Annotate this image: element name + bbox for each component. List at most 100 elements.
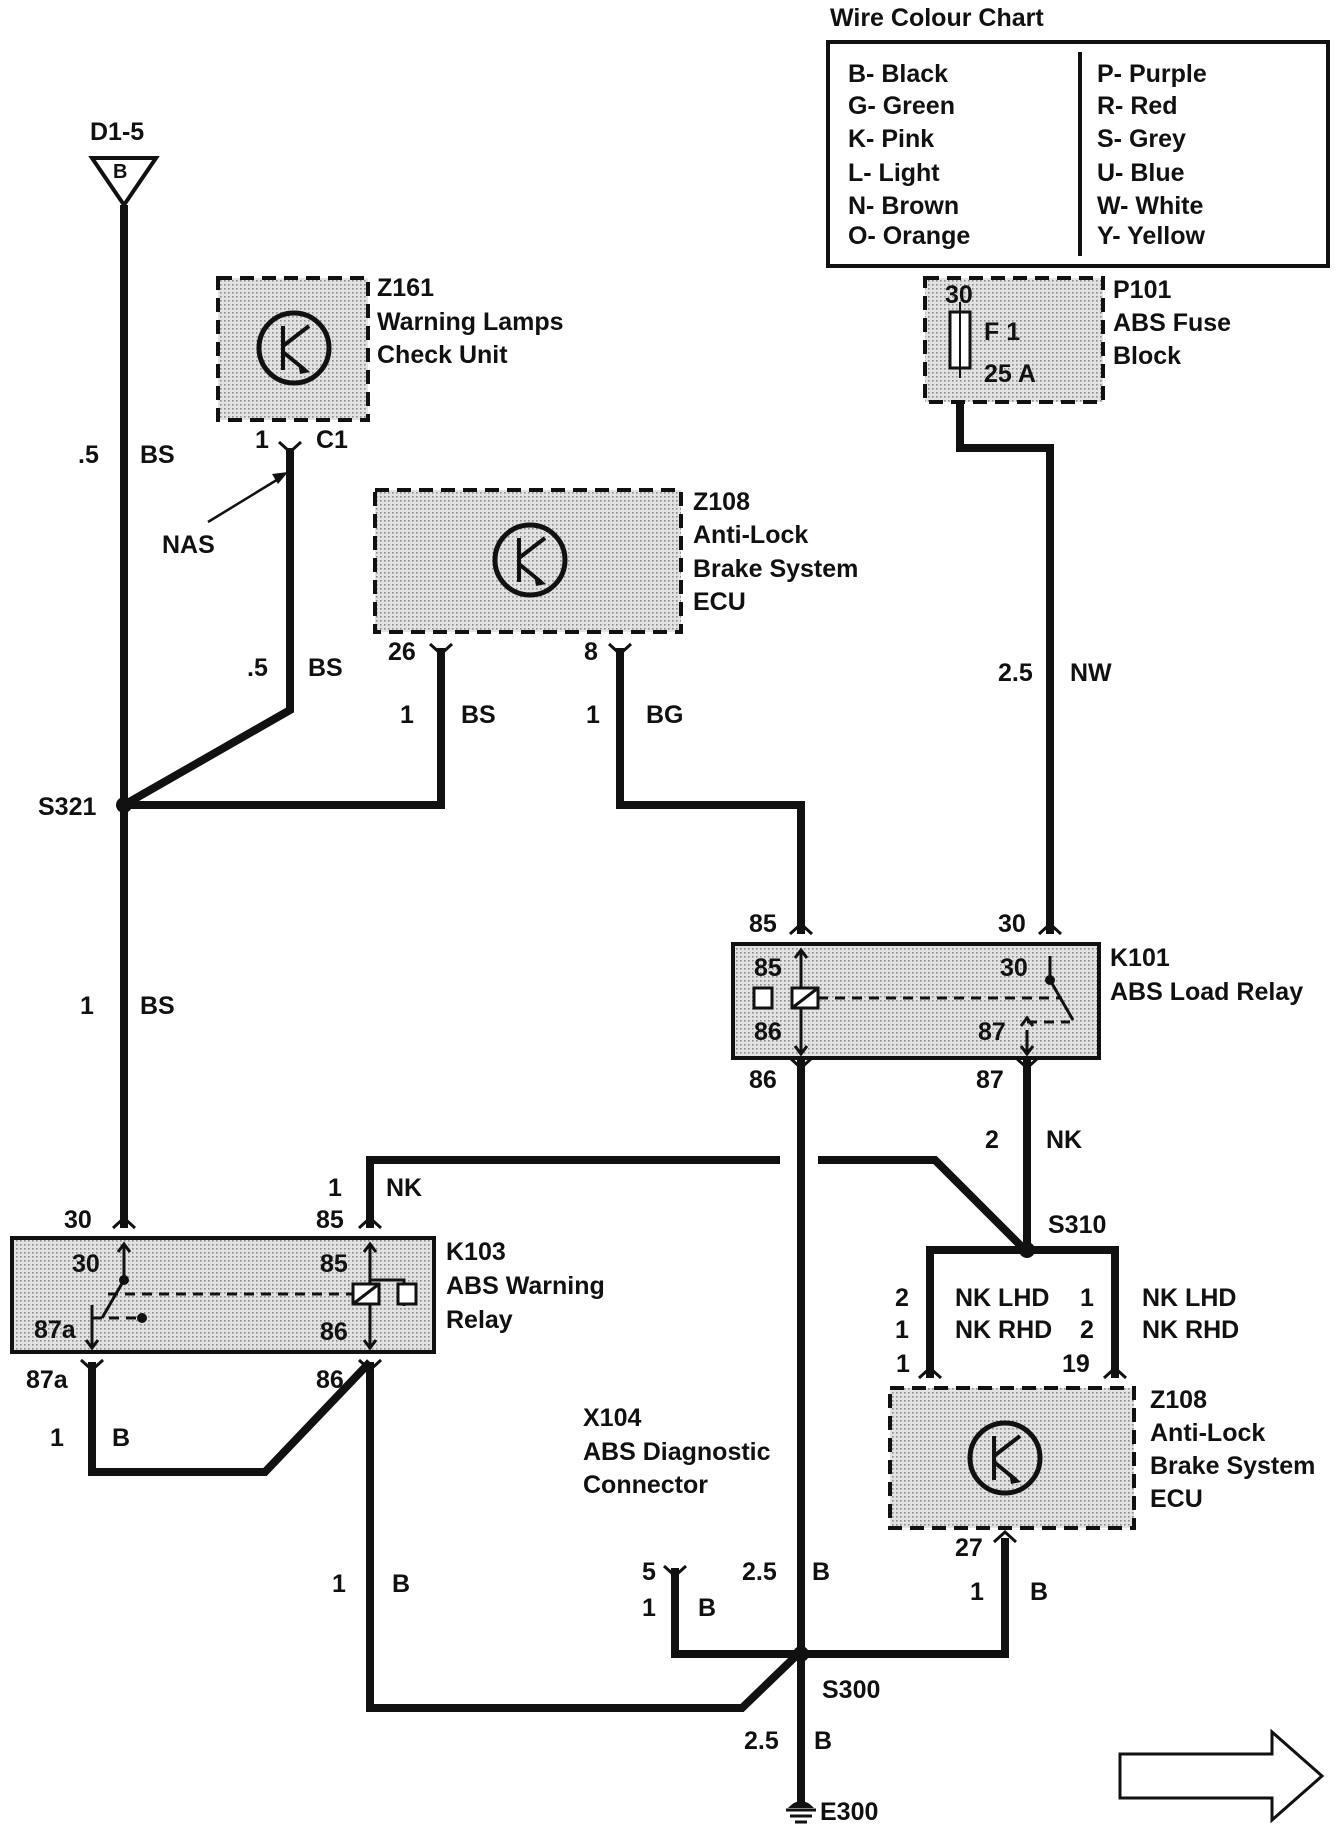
wire-colour-chart: Wire Colour Chart B- Black G- Green K- P…: [826, 4, 1330, 268]
colour-entry: Y- Yellow: [1097, 222, 1205, 250]
k101-abs-load-relay: 85 86 30 87 85 30 86 87 K101 ABS Load Re…: [731, 910, 1303, 1094]
k103-pin-85: 85: [316, 1206, 344, 1234]
wire-colour: NK LHD: [955, 1284, 1049, 1312]
x104-pin-label: 1: [642, 1594, 656, 1622]
ground-label: E300: [820, 1798, 878, 1826]
colour-entry: U- Blue: [1097, 159, 1185, 187]
p101-code: P101: [1113, 276, 1171, 304]
wire-colour: BG: [646, 701, 684, 729]
z108-ecu-top: Z108 Anti-Lock Brake System ECU 26 8: [373, 488, 858, 666]
source-letter: B: [113, 161, 127, 183]
k103-inner-87a: 87a: [34, 1316, 77, 1344]
k101-pin-87: 87: [976, 1066, 1004, 1094]
nas-annotation: NAS: [162, 472, 288, 559]
wire-colour: NK: [1046, 1126, 1082, 1154]
nas-label: NAS: [162, 531, 215, 559]
k103-line2: Relay: [446, 1306, 513, 1334]
transistor-icon: [256, 310, 332, 386]
source-name: D1-5: [90, 118, 144, 146]
z108-bot-pin-1: 1: [896, 1350, 910, 1378]
wire-size: 2.5: [742, 1558, 777, 1586]
k103-inner-86: 86: [320, 1318, 348, 1346]
colour-chart-title: Wire Colour Chart: [830, 4, 1044, 32]
terminals: [79, 440, 1128, 1579]
k103-pin-30: 30: [64, 1206, 92, 1234]
wire-colour: B: [698, 1594, 716, 1622]
z108-bot-line3: ECU: [1150, 1485, 1203, 1513]
splice-s300-dot: [793, 1646, 809, 1662]
k103-code: K103: [446, 1238, 506, 1266]
z108-bot-pin-27: 27: [955, 1534, 983, 1562]
transistor-icon: [967, 1420, 1043, 1496]
k101-inner-85: 85: [754, 954, 782, 982]
k103-abs-warning-relay: 30 87a 85 86 30 85 87a 86 K103 ABS Warni…: [10, 1206, 605, 1394]
wire-colour: BS: [308, 654, 343, 682]
wire-size: 1: [400, 701, 414, 729]
p101-fuse: F 1: [984, 318, 1020, 346]
k101-inner-87: 87: [978, 1018, 1006, 1046]
wire-size: 1: [50, 1424, 64, 1452]
wire-colour: BS: [140, 441, 175, 469]
wire-size: 2: [985, 1126, 999, 1154]
z108-top-line1: Anti-Lock: [693, 521, 808, 549]
z108-ecu-bottom: Z108 Anti-Lock Brake System ECU 1 19 27: [888, 1350, 1315, 1562]
colour-entry: S- Grey: [1097, 125, 1186, 153]
wire-size: .5: [78, 441, 99, 469]
colour-entry: L- Light: [848, 159, 940, 187]
z161-line2: Check Unit: [377, 341, 508, 369]
x104-pin-5: 5: [642, 1558, 656, 1586]
z108-top-line2: Brake System: [693, 555, 858, 583]
wire-size: 2: [895, 1284, 909, 1312]
k103-inner-30: 30: [72, 1250, 100, 1278]
splice-s321-dot: [116, 797, 132, 813]
k101-inner-30: 30: [1000, 954, 1028, 982]
wire-colour: NK RHD: [1142, 1316, 1239, 1344]
transistor-icon: [492, 522, 568, 598]
splice-s310-dot: [1019, 1242, 1035, 1258]
wire-colour: NK: [386, 1174, 422, 1202]
wire-colour: B: [814, 1727, 832, 1755]
splice-s300-label: S300: [822, 1676, 880, 1704]
colour-entry: G- Green: [848, 92, 955, 120]
splice-s321-label: S321: [38, 793, 96, 821]
colour-entry: R- Red: [1097, 92, 1178, 120]
wires: [88, 205, 1119, 1808]
wire-colour: NK LHD: [1142, 1284, 1236, 1312]
z161-warning-lamps-check-unit: Z161 Warning Lamps Check Unit 1 C1: [216, 274, 564, 454]
wire-colour: NW: [1070, 659, 1112, 687]
wire-colour: B: [1030, 1578, 1048, 1606]
colour-entry: N- Brown: [848, 192, 959, 220]
wire-size: .5: [247, 654, 268, 682]
k103-inner-85: 85: [320, 1250, 348, 1278]
colour-entry: P- Purple: [1097, 60, 1207, 88]
z161-line1: Warning Lamps: [377, 308, 564, 336]
wire-size: 2.5: [998, 659, 1033, 687]
z108-bot-pin-19: 19: [1062, 1350, 1090, 1378]
x104-line2: Connector: [583, 1471, 708, 1499]
wire-colour: NK RHD: [955, 1316, 1052, 1344]
k101-pin-30: 30: [998, 910, 1026, 938]
splice-s310-label: S310: [1048, 1211, 1106, 1239]
wire-size: 1: [80, 992, 94, 1020]
z161-connector: C1: [316, 426, 348, 454]
z108-top-line3: ECU: [693, 588, 746, 616]
wire-size: 1: [328, 1174, 342, 1202]
colour-entry: O- Orange: [848, 222, 970, 250]
x104-line1: ABS Diagnostic: [583, 1438, 771, 1466]
p101-line1: ABS Fuse: [1113, 309, 1231, 337]
k101-code: K101: [1110, 944, 1170, 972]
z161-code: Z161: [377, 274, 434, 302]
wire-size: 1: [970, 1578, 984, 1606]
z108-bot-code: Z108: [1150, 1386, 1207, 1414]
continue-arrow-icon[interactable]: [1118, 1728, 1325, 1824]
z108-top-pin-26: 26: [388, 638, 416, 666]
wire-size: 2: [1080, 1316, 1094, 1344]
wire-size: 1: [332, 1570, 346, 1598]
k101-pin-85: 85: [749, 910, 777, 938]
k101-pin-86: 86: [749, 1066, 777, 1094]
z161-pin: 1: [255, 426, 269, 454]
x104-abs-diagnostic-connector: X104 ABS Diagnostic Connector 5 1: [583, 1404, 771, 1622]
k103-pin-87a: 87a: [26, 1366, 69, 1394]
source-d1-5: D1-5 B: [88, 118, 160, 209]
